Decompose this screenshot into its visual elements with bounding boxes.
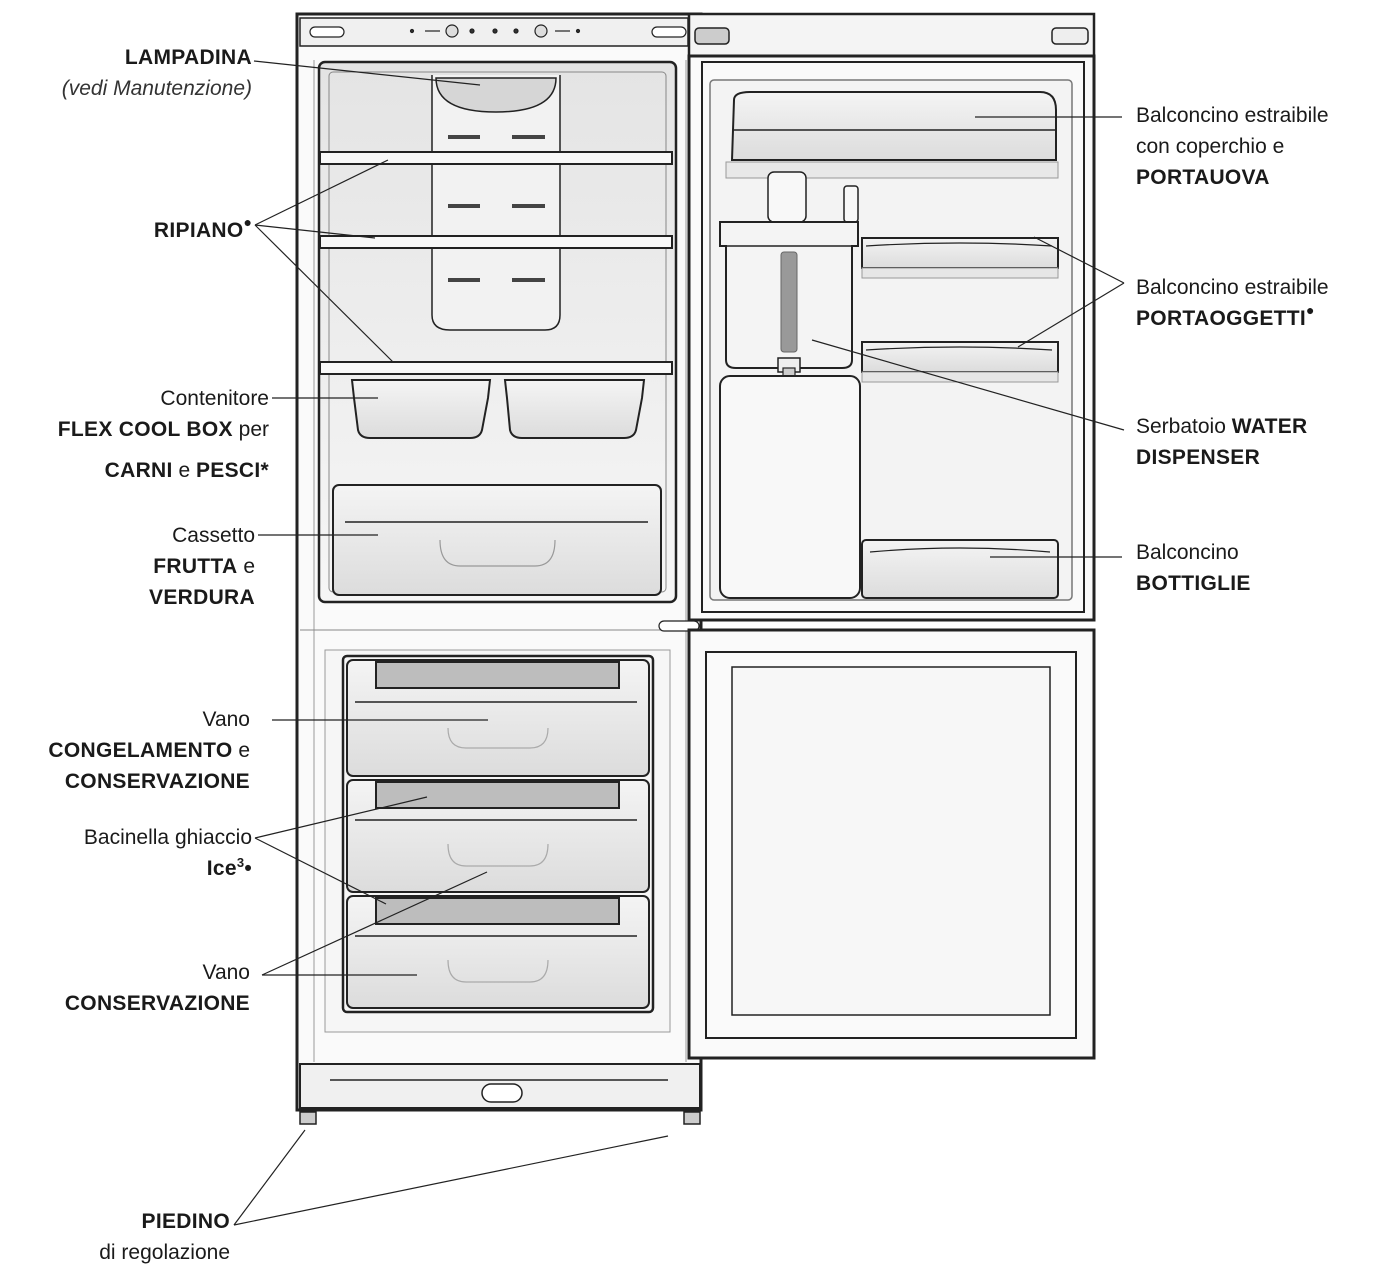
label-cassetto: Cassetto FRUTTA e VERDURA [149, 520, 255, 613]
ripiano-mark: ● [244, 214, 252, 230]
vano-cons-line2: CONSERVAZIONE [65, 988, 250, 1019]
label-vano-congelamento: Vano CONGELAMENTO e CONSERVAZIONE [48, 704, 250, 797]
label-flex-cool-box: Contenitore FLEX COOL BOX per CARNI e PE… [58, 383, 269, 486]
label-water-dispenser: Serbatoio WATER DISPENSER [1136, 411, 1308, 473]
water-line2: DISPENSER [1136, 442, 1308, 473]
vano-cong-line1: Vano [48, 704, 250, 735]
piedino-title: PIEDINO [99, 1206, 230, 1237]
vano-cons-line1: Vano [65, 957, 250, 988]
water-line1-reg: Serbatoio [1136, 415, 1232, 438]
ripiano-title: RIPIANO [154, 219, 244, 242]
portaoggetti-line2: PORTAOGGETTI [1136, 307, 1306, 330]
fridge-door [689, 14, 1094, 1058]
bacinella-mark: • [244, 857, 252, 880]
cassetto-line1: Cassetto [149, 520, 255, 551]
bacinella-line1: Bacinella ghiaccio [84, 822, 252, 853]
vano-cong-line2-tail: e [232, 739, 250, 762]
lampadina-note: (vedi Manutenzione) [62, 73, 252, 104]
lampadina-title: LAMPADINA [62, 42, 252, 73]
portauova-line2: con coperchio e [1136, 131, 1329, 162]
cassetto-line2-bold: FRUTTA [153, 555, 237, 578]
flex-line3-b1: CARNI [105, 459, 173, 482]
bottiglie-line1: Balconcino [1136, 537, 1251, 568]
bottiglie-line2: BOTTIGLIE [1136, 568, 1251, 599]
flex-line3-b2: PESCI* [196, 459, 269, 482]
vano-cong-line3: CONSERVAZIONE [48, 766, 250, 797]
label-ripiano: RIPIANO● [154, 215, 252, 246]
label-lampadina: LAMPADINA (vedi Manutenzione) [62, 42, 252, 104]
freezer-drawers [347, 660, 649, 1008]
portauova-line1: Balconcino estraibile [1136, 100, 1329, 131]
portaoggetti-line1: Balconcino estraibile [1136, 272, 1329, 303]
label-piedino: PIEDINO di regolazione [99, 1206, 230, 1268]
flex-line2-bold: FLEX COOL BOX [58, 418, 233, 441]
label-bacinella: Bacinella ghiaccio Ice3• [84, 822, 252, 884]
cassetto-line2-tail: e [237, 555, 255, 578]
portaoggetti-mark: ● [1306, 302, 1314, 318]
label-vano-conservazione: Vano CONSERVAZIONE [65, 957, 250, 1019]
bacinella-line2: Ice [207, 857, 237, 880]
cassetto-line3: VERDURA [149, 582, 255, 613]
label-portaoggetti: Balconcino estraibile PORTAOGGETTI● [1136, 272, 1329, 334]
flex-line3-mid: e [173, 459, 196, 482]
vano-cong-line2-bold: CONGELAMENTO [48, 739, 232, 762]
portauova-line3: PORTAUOVA [1136, 162, 1329, 193]
piedino-note: di regolazione [99, 1237, 230, 1268]
flex-line2-tail: per [233, 418, 269, 441]
fridge-body [297, 14, 701, 1124]
flex-line1: Contenitore [58, 383, 269, 414]
label-bottiglie: Balconcino BOTTIGLIE [1136, 537, 1251, 599]
water-line1-bold: WATER [1232, 415, 1308, 438]
label-portauova: Balconcino estraibile con coperchio e PO… [1136, 100, 1329, 193]
